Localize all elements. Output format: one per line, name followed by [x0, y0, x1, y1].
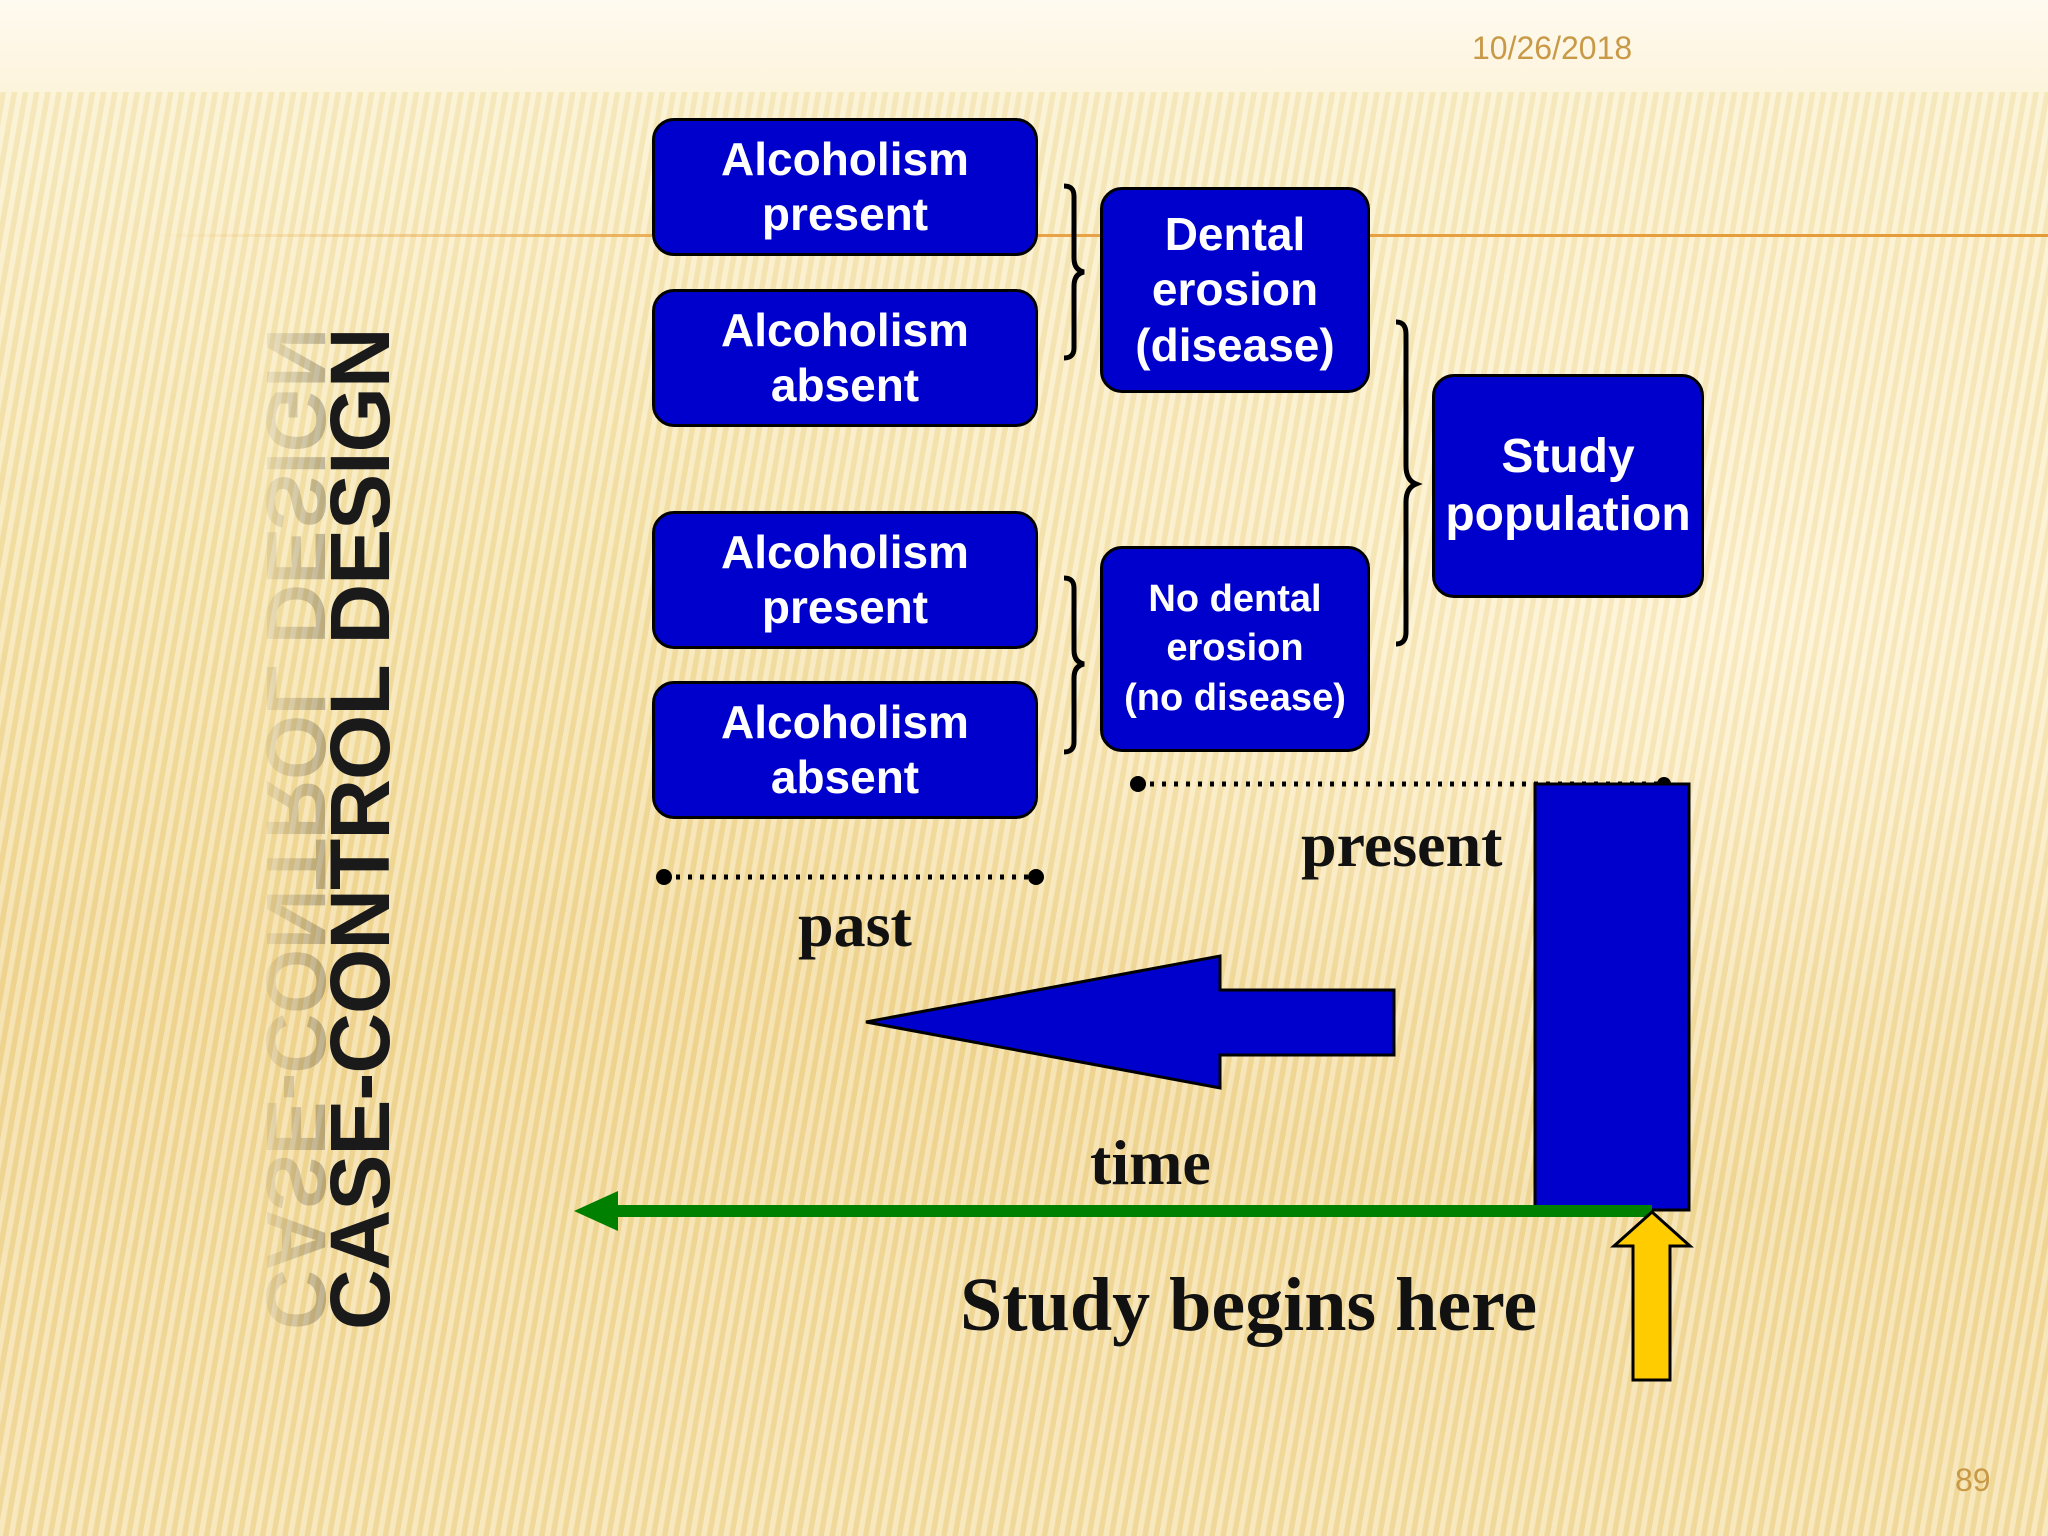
label-past: past [798, 889, 912, 960]
box-no-dental-erosion: No dental erosion (no disease) [1100, 546, 1370, 752]
box-label: Alcoholism absent [721, 695, 969, 803]
brace-study-population [1395, 319, 1423, 647]
past-line-start-dot [656, 869, 672, 885]
box-study-population: Study population [1432, 374, 1704, 598]
past-line-end-dot [1028, 869, 1044, 885]
brace-controls [1063, 575, 1085, 755]
page-number: 89 [1955, 1462, 1991, 1498]
present-line-start-dot [1130, 776, 1146, 792]
box-label: Dental erosion (disease) [1135, 208, 1335, 371]
backward-arrow [865, 954, 1396, 1090]
box-label: Alcoholism present [721, 132, 969, 240]
time-arrow-head [574, 1191, 618, 1231]
present-bar [1533, 782, 1691, 1212]
label-time: time [1090, 1127, 1211, 1198]
box-label: Alcoholism absent [721, 303, 969, 411]
box-label: No dental erosion (no disease) [1124, 577, 1346, 719]
box-alcoholism-absent-cases: Alcoholism absent [652, 289, 1038, 427]
label-study-begins-here: Study begins here [960, 1263, 1538, 1347]
box-label: Alcoholism present [721, 525, 969, 633]
box-alcoholism-absent-controls: Alcoholism absent [652, 681, 1038, 819]
label-present: present [1301, 809, 1503, 880]
study-start-arrow [1610, 1209, 1694, 1382]
slide-date: 10/26/2018 [1472, 30, 1633, 66]
box-dental-erosion: Dental erosion (disease) [1100, 187, 1370, 393]
box-alcoholism-present-cases: Alcoholism present [652, 118, 1038, 256]
header-band [0, 0, 2048, 92]
header-rule [150, 234, 2048, 237]
box-label: Study population [1445, 430, 1691, 541]
brace-cases [1063, 183, 1085, 361]
box-alcoholism-present-controls: Alcoholism present [652, 511, 1038, 649]
